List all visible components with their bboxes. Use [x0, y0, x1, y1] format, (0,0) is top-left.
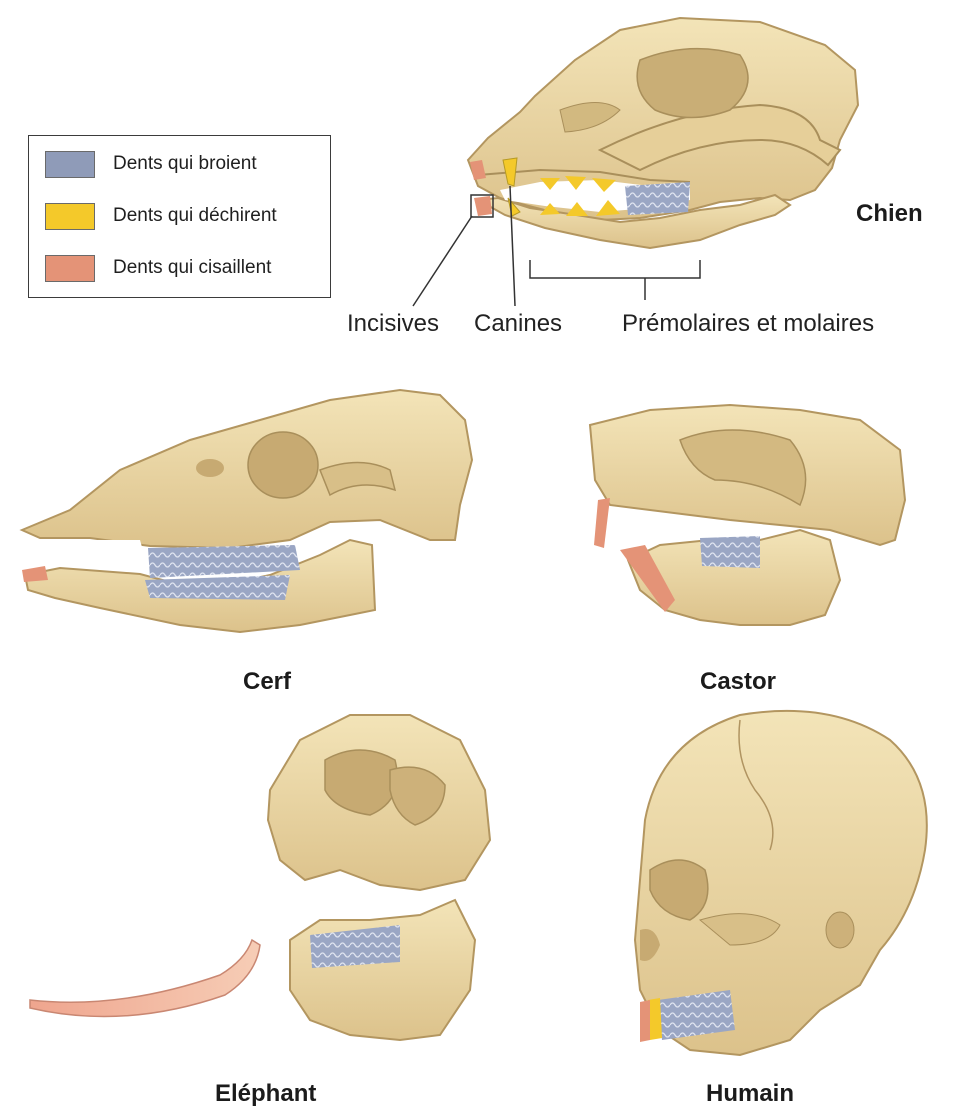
- human-skull: [635, 711, 927, 1055]
- incisors-label: Incisives: [347, 310, 439, 338]
- dog-skull: [413, 18, 858, 306]
- caption-human: Humain: [706, 1080, 794, 1108]
- caption-dog: Chien: [856, 200, 923, 228]
- beaver-skull: [590, 405, 905, 625]
- canines-label: Canines: [474, 310, 562, 338]
- caption-elephant: Eléphant: [215, 1080, 316, 1108]
- deer-skull: [22, 390, 472, 632]
- molars-label: Prémolaires et molaires: [622, 310, 874, 338]
- caption-deer: Cerf: [243, 668, 291, 696]
- caption-beaver: Castor: [700, 668, 776, 696]
- elephant-skull: [30, 715, 490, 1040]
